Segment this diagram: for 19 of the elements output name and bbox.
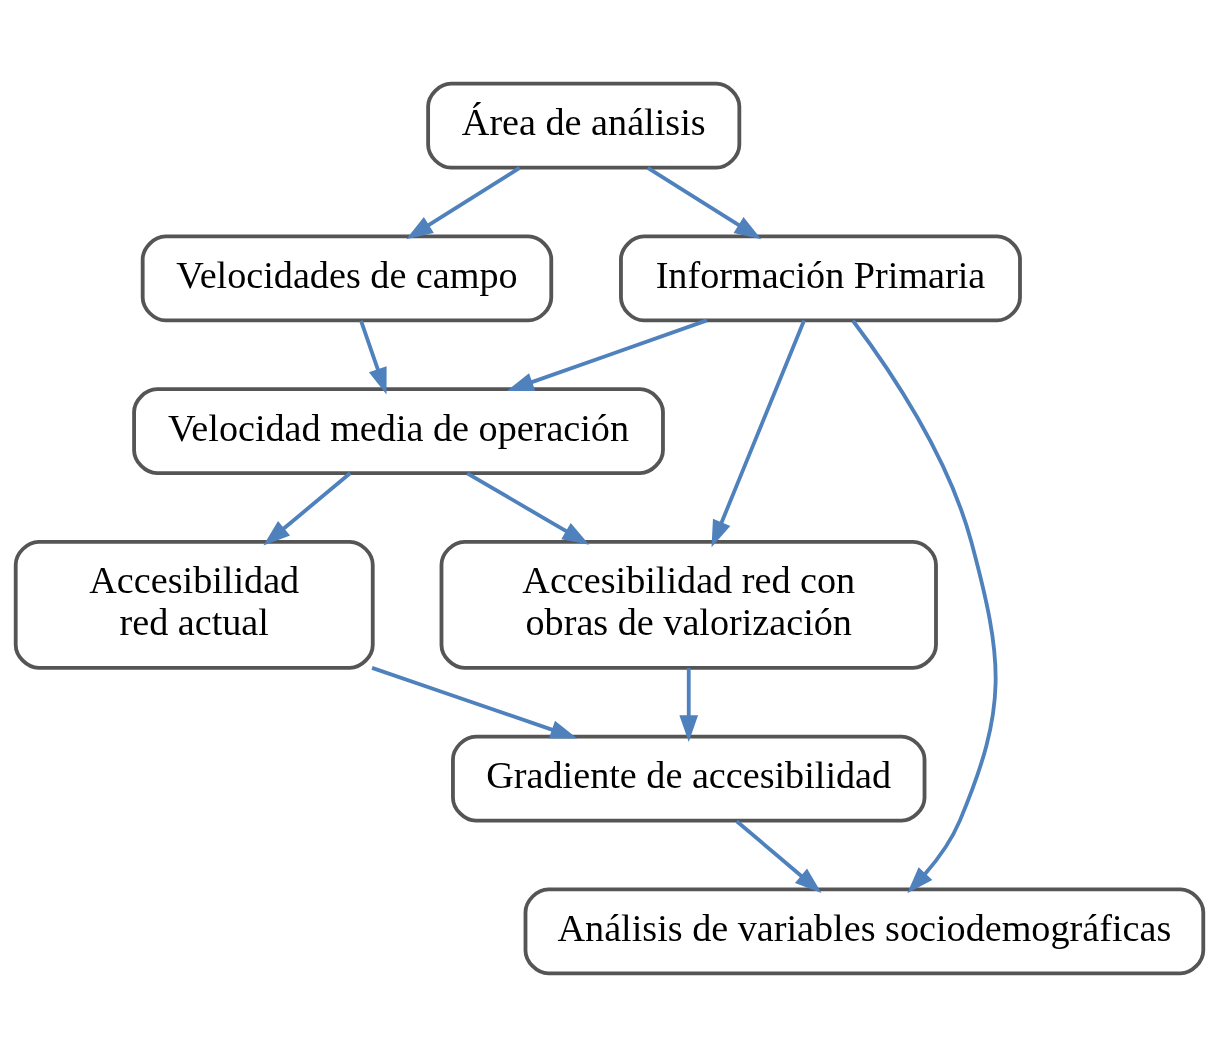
- arrow: [359, 319, 387, 395]
- node-box: Información Primaria: [619, 233, 1022, 322]
- arrow: [735, 819, 822, 893]
- arrow: [406, 165, 521, 239]
- arrow: [371, 665, 578, 739]
- arrow: [851, 319, 998, 893]
- arrow: [466, 471, 590, 545]
- arrow: [711, 319, 806, 547]
- arrow: [263, 471, 352, 545]
- arrow: [506, 318, 708, 391]
- node-box: Área de análisis: [426, 81, 742, 170]
- arrow: [646, 165, 762, 239]
- node-box: Accesibilidad red con obras de valorización: [439, 539, 938, 670]
- node-box: Análisis de variables sociodemográficas: [523, 886, 1206, 975]
- node-box: Accesibilidad red actual: [13, 539, 375, 670]
- node-box: Velocidades de campo: [140, 233, 554, 322]
- arrow: [679, 667, 699, 742]
- node-box: Gradiente de accesibilidad: [451, 734, 927, 823]
- node-box: Velocidad media de operación: [132, 386, 665, 475]
